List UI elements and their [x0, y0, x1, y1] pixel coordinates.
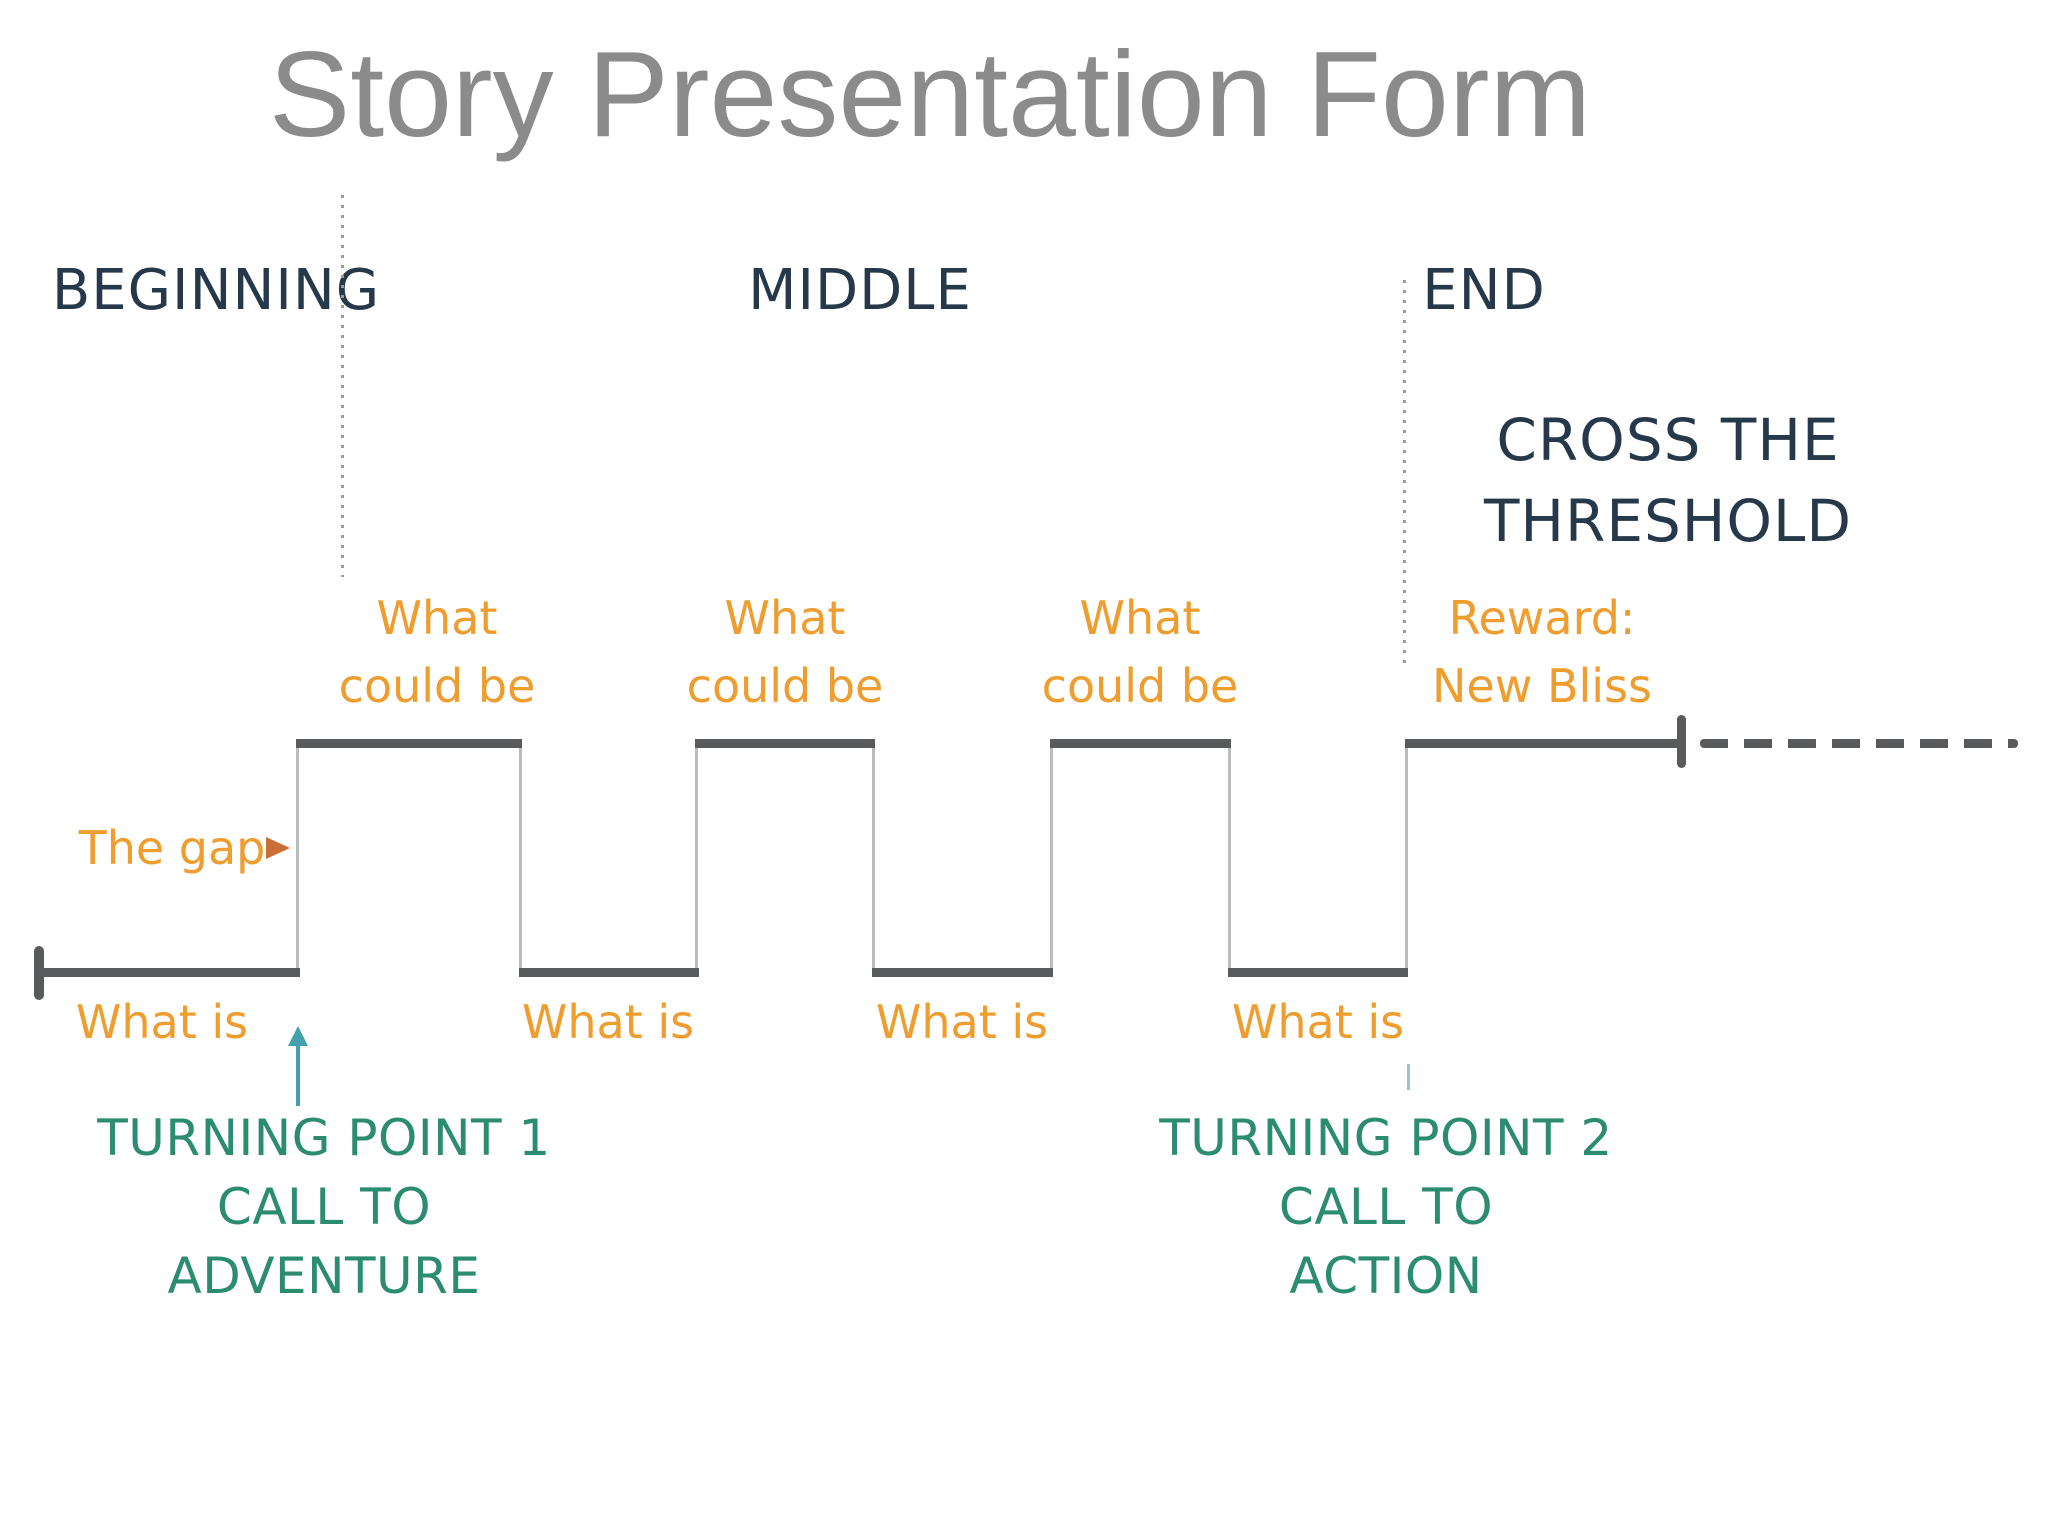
what-is-segment-2: [519, 968, 699, 977]
what-could-be-label-3: What could be: [1042, 584, 1239, 720]
what-is-label-2: What is: [521, 995, 695, 1049]
what-could-be-2-line1: What: [724, 591, 846, 645]
reward-label: Reward: New Bliss: [1432, 584, 1652, 720]
rise-connector-1: [296, 748, 299, 968]
turning-point-2-line3: ACTION: [1289, 1247, 1483, 1305]
cross-threshold-line2: THRESHOLD: [1483, 487, 1853, 555]
reward-line1: Reward:: [1448, 591, 1636, 645]
start-tick: [34, 946, 44, 1000]
up-arrow-head: [288, 1026, 308, 1046]
rise-connector-2: [695, 748, 698, 968]
what-could-be-segment-3: [1050, 739, 1231, 748]
reward-line2: New Bliss: [1431, 659, 1653, 713]
fall-connector-1: [519, 748, 522, 968]
what-is-label-3: What is: [875, 995, 1049, 1049]
what-could-be-label-2: What could be: [687, 584, 884, 720]
section-label-end: END: [1422, 258, 1546, 323]
what-is-label-1: What is: [75, 995, 249, 1049]
up-arrow-stem: [296, 1046, 300, 1106]
gap-right-arrow-icon: [266, 837, 290, 859]
what-could-be-label-1: What could be: [339, 584, 536, 720]
what-could-be-3-line1: What: [1079, 591, 1201, 645]
what-is-segment-1: [38, 968, 300, 977]
turning-point-1-line3: ADVENTURE: [167, 1247, 481, 1305]
fall-connector-2: [872, 748, 875, 968]
gap-label: The gap: [78, 821, 266, 875]
threshold-dashed-line: [1700, 739, 2018, 748]
turning-point-1-title: TURNING POINT 1: [97, 1109, 551, 1167]
section-divider-dotted-line-1: [341, 195, 344, 577]
what-could-be-2-line2: could be: [686, 659, 884, 713]
what-is-label-4: What is: [1231, 995, 1405, 1049]
section-label-beginning: BEGINNING: [51, 258, 381, 323]
turning-point-2-line2: CALL TO: [1278, 1178, 1494, 1236]
what-is-segment-3: [872, 968, 1053, 977]
what-could-be-segment-2: [695, 739, 875, 748]
reward-segment: [1405, 739, 1682, 748]
section-label-middle: MIDDLE: [748, 258, 972, 323]
what-could-be-1-line2: could be: [338, 659, 536, 713]
rise-connector-4: [1405, 748, 1408, 968]
turning-point-1-label: TURNING POINT 1 CALL TO ADVENTURE: [97, 1104, 550, 1311]
turning-point-2-title: TURNING POINT 2: [1159, 1109, 1613, 1167]
section-divider-dotted-line-2: [1403, 280, 1406, 668]
turning-point-1-line2: CALL TO: [216, 1178, 432, 1236]
what-could-be-3-line2: could be: [1041, 659, 1239, 713]
turning-point-up-arrow-icon: [288, 1026, 308, 1106]
rise-connector-3: [1050, 748, 1053, 968]
turning-point-2-label: TURNING POINT 2 CALL TO ACTION: [1159, 1104, 1612, 1311]
what-could-be-segment-1: [296, 739, 522, 748]
cross-threshold-note: CROSS THE THRESHOLD: [1484, 400, 1852, 562]
fall-connector-3: [1228, 748, 1231, 968]
what-could-be-1-line1: What: [376, 591, 498, 645]
what-is-segment-4: [1228, 968, 1408, 977]
end-tick: [1677, 715, 1686, 768]
page-title: Story Presentation Form: [268, 26, 1592, 162]
cross-threshold-line1: CROSS THE: [1496, 406, 1840, 474]
turning-point-tick-icon: [1407, 1064, 1410, 1090]
